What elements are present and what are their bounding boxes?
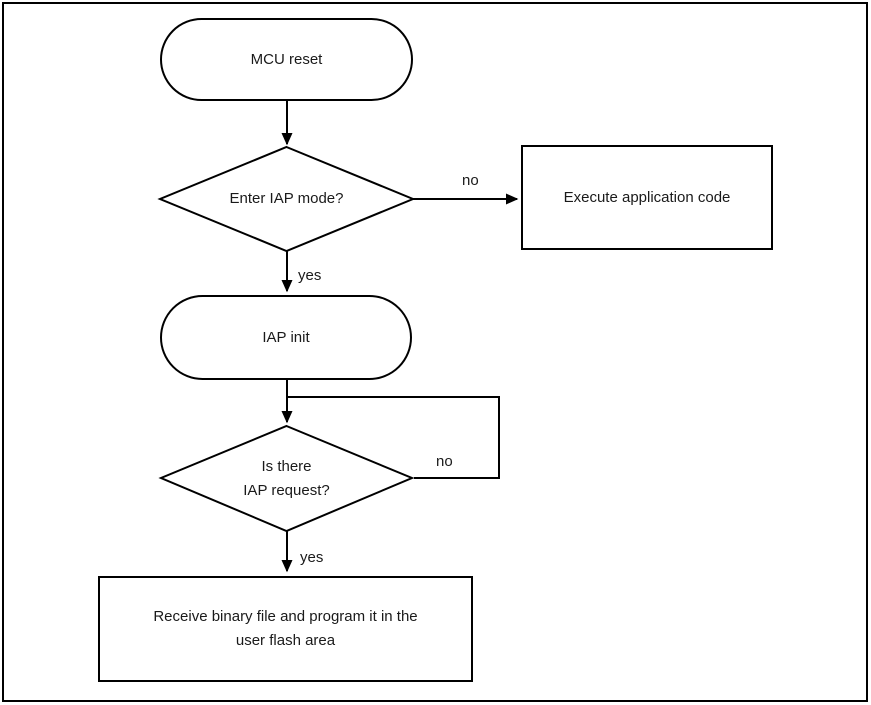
node-execute-application-code-label: Execute application code [563, 188, 731, 206]
node-receive-binary-file: Receive binary file and program it in th… [98, 576, 473, 682]
edge-label-iap-request-yes: yes [300, 549, 324, 566]
node-mcu-reset: MCU reset [160, 18, 413, 101]
node-iap-init-label: IAP init [262, 328, 310, 346]
node-execute-application-code: Execute application code [521, 145, 773, 250]
edge-label-enter-iap-no: no [462, 172, 479, 189]
decision-enter-iap-mode-shape [157, 145, 416, 253]
edge-label-iap-request-no: no [436, 453, 453, 470]
node-mcu-reset-label: MCU reset [250, 50, 323, 68]
decision-is-there-iap-request-shape [158, 424, 415, 533]
connector-iap-request-no-loop [288, 396, 500, 479]
edge-label-enter-iap-yes: yes [298, 267, 322, 284]
node-receive-binary-file-label-line1: Receive binary file and program it in th… [153, 608, 418, 625]
node-receive-binary-file-label-line2: user flash area [235, 632, 336, 649]
node-iap-init: IAP init [160, 295, 412, 380]
